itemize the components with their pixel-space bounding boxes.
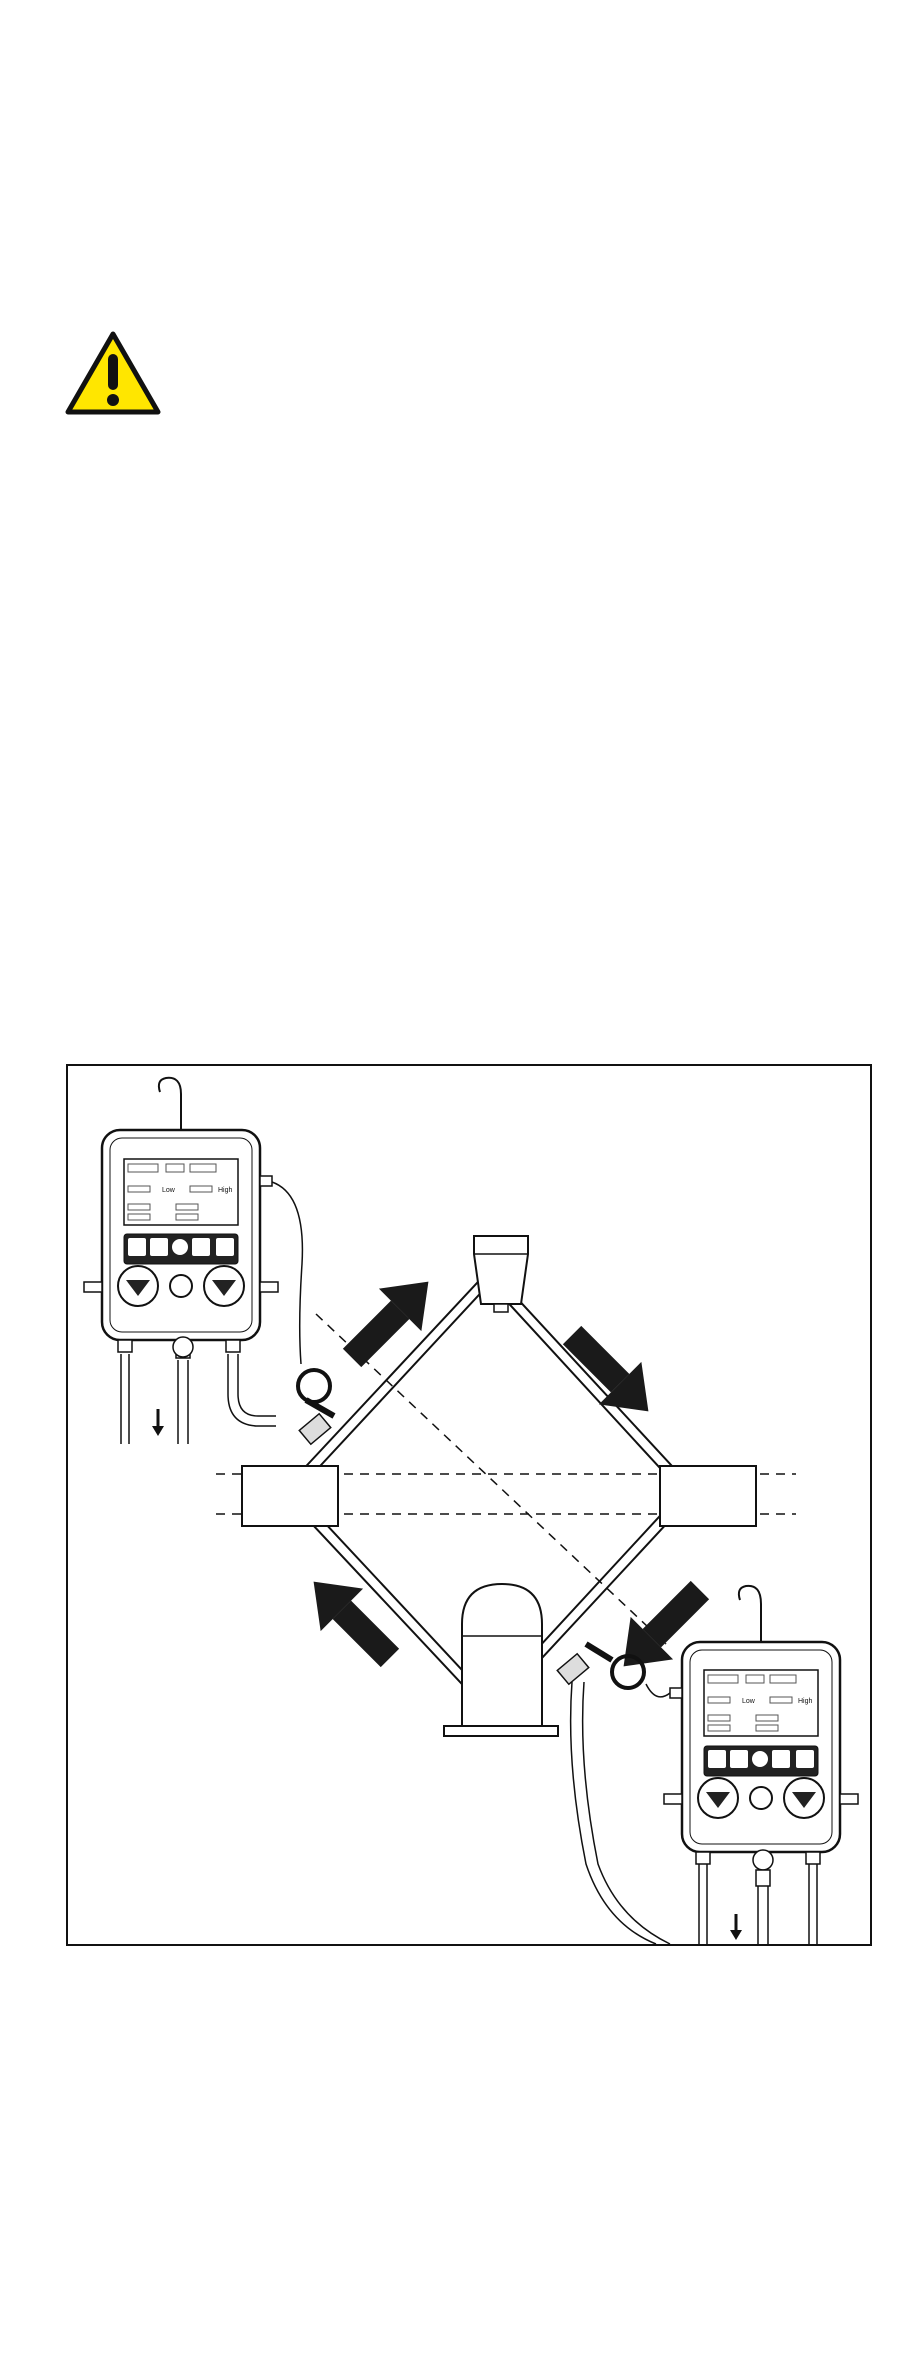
refrigeration-diagram: Low High (66, 1064, 872, 1946)
evaporator-box (242, 1466, 338, 1526)
high-label-right: High (798, 1698, 813, 1705)
expansion-valve (474, 1236, 528, 1312)
condenser-box (660, 1466, 756, 1526)
low-label-right: Low (742, 1698, 756, 1705)
high-label-left: High (218, 1187, 233, 1194)
warning-triangle-icon (64, 330, 162, 416)
low-label-left: Low (162, 1187, 176, 1194)
